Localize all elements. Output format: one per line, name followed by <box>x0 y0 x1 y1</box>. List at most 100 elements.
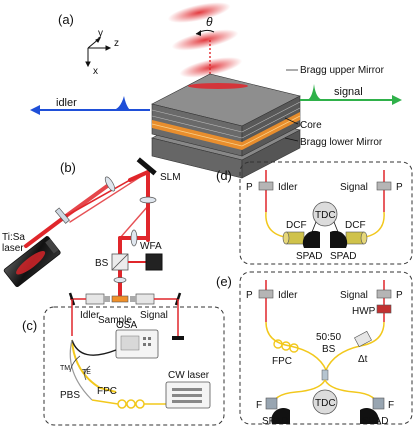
d-polarizer-left <box>258 181 274 191</box>
panel-e-frame <box>239 271 413 425</box>
panel-c: (c) Idler Signal OSA TM TE PBS FPC <box>22 299 225 426</box>
fiber-tm <box>71 339 117 356</box>
e-filter-left <box>265 397 278 410</box>
panel-b: (b) SLM Ti:Sa laser <box>2 157 182 326</box>
e-spad-left-label: SPAD <box>262 416 289 427</box>
callout-lower <box>284 137 299 142</box>
e-spad-right-label: SPAD <box>362 416 389 427</box>
fiber-te <box>71 339 117 393</box>
objective-left <box>85 293 110 305</box>
d-polarizer-right <box>376 181 392 191</box>
e-delay-stage <box>354 330 372 348</box>
bragg-upper-label: Bragg upper Mirror <box>300 65 385 76</box>
idler-pulse <box>112 96 130 110</box>
idler-label: idler <box>56 97 77 109</box>
bs-diagonal <box>111 253 129 271</box>
d-spad-left <box>302 230 320 248</box>
signal-label-c: Signal <box>140 310 168 321</box>
e-fpc-loops <box>273 339 299 353</box>
e-filter-right <box>372 397 385 410</box>
fpc-loops <box>117 399 145 409</box>
objective-lens <box>113 277 127 283</box>
cw-laser-label: CW laser <box>168 370 210 381</box>
slm-mirror <box>136 157 157 176</box>
d-tdc <box>312 201 338 227</box>
panel-e: (e) P Idler Signal P HWP FPC Δt 50:50 BS <box>216 271 413 427</box>
d-spad-right-label: SPAD <box>330 251 357 262</box>
panel-a: (a) y z x θ <box>30 2 402 179</box>
d-idler-label: Idler <box>278 182 298 193</box>
e-f-left: F <box>256 400 262 411</box>
core-label: Core <box>300 120 322 131</box>
wfa-label: WFA <box>140 241 162 252</box>
fiber-fpc <box>91 399 166 405</box>
panel-d-label: (d) <box>216 168 232 183</box>
signal-detector <box>172 336 184 340</box>
objective-right <box>130 293 155 305</box>
d-p-right: P <box>396 182 403 193</box>
theta-arrowhead <box>196 30 201 36</box>
panel-a-label: (a) <box>58 12 74 27</box>
axis-y-label: y <box>98 28 103 39</box>
d-spad-right <box>330 230 348 248</box>
sample-label: Sample <box>98 315 132 326</box>
fpc-label: FPC <box>97 386 117 397</box>
axis-x-label: x <box>93 66 98 77</box>
waveguide-slab <box>151 73 301 179</box>
e-p-right: P <box>396 290 403 301</box>
sample-chip <box>111 295 129 303</box>
e-spad-right <box>360 407 379 424</box>
e-hwp-label: HWP <box>352 306 376 317</box>
osa-instrument <box>115 329 159 359</box>
cw-laser <box>165 381 211 409</box>
d-dcf-left-label: DCF <box>286 220 307 231</box>
d-dcf-right <box>345 231 368 245</box>
e-signal-label: Signal <box>340 290 368 301</box>
mirror-fold <box>54 207 70 224</box>
d-tdc-wire-left <box>311 221 317 233</box>
e-spad-left <box>271 407 290 424</box>
fiber-pbs <box>69 339 93 401</box>
e-f-right: F <box>388 400 394 411</box>
e-p-left: P <box>246 290 253 301</box>
lens-1 <box>104 176 116 192</box>
theta-label: θ <box>206 15 213 29</box>
panel-c-label: (c) <box>22 318 37 333</box>
te-arrow <box>84 365 91 381</box>
panel-d: (d) P Idler Signal P DCF DCF TDC SPAD SP… <box>216 161 413 265</box>
panel-e-label: (e) <box>216 274 232 289</box>
d-p-left: P <box>246 182 253 193</box>
axis-z-label: z <box>114 38 119 49</box>
signal-label: signal <box>334 86 363 98</box>
signal-arrowhead <box>392 95 402 105</box>
e-bs-ratio: 50:50 <box>316 332 341 343</box>
laser-beams <box>24 170 150 297</box>
callout-core <box>284 117 299 125</box>
slm-label: SLM <box>160 172 181 183</box>
e-polarizer-left <box>258 289 274 299</box>
e-tdc <box>312 389 338 415</box>
e-bs-label: BS <box>322 344 336 355</box>
laser-label-line1: Ti:Sa <box>2 232 25 243</box>
signal-pulse <box>306 84 324 100</box>
tm-arrow <box>69 355 81 373</box>
e-idler-label: Idler <box>278 290 298 301</box>
d-spad-left-label: SPAD <box>296 251 323 262</box>
pump-pulses <box>167 2 243 78</box>
lens-2 <box>139 196 157 204</box>
d-tdc-wire-right <box>333 221 339 233</box>
e-bs-coupler <box>321 369 329 381</box>
pbs-label: PBS <box>60 390 80 401</box>
e-fpc-label: FPC <box>272 356 292 367</box>
d-dcf-right-label: DCF <box>345 220 366 231</box>
bragg-lower-label: Bragg lower Mirror <box>300 137 383 148</box>
bs-label: BS <box>95 258 109 269</box>
lens-3 <box>130 229 138 247</box>
d-tdc-label: TDC <box>315 210 336 221</box>
te-label: TE <box>82 369 91 376</box>
panel-c-frame <box>43 306 225 426</box>
tisa-laser <box>3 236 61 288</box>
e-tdc-label: TDC <box>315 398 336 409</box>
e-polarizer-right <box>376 289 392 299</box>
